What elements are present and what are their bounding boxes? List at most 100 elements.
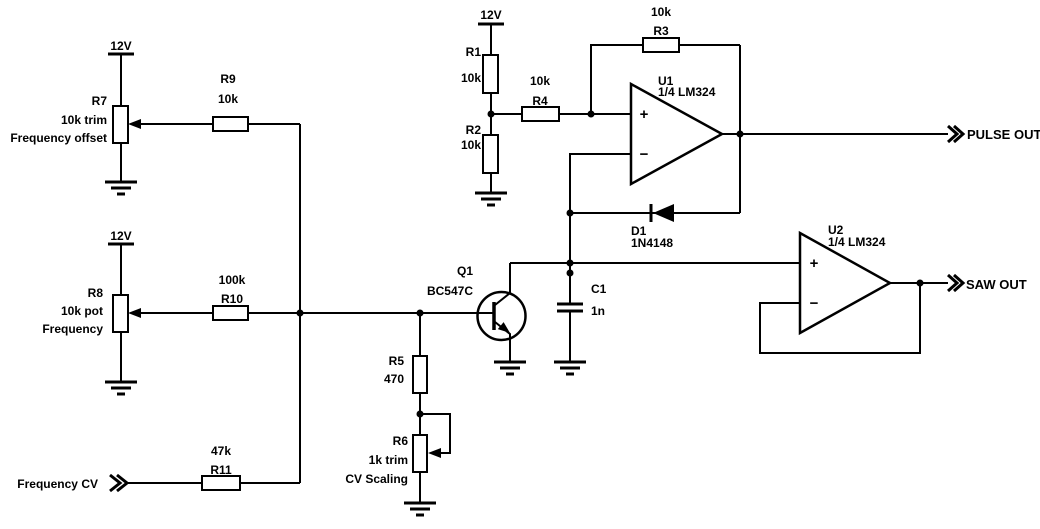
saw-out-label: SAW OUT: [966, 277, 1027, 292]
input-chevron-icon: [109, 473, 130, 493]
ground-icon: [475, 191, 507, 207]
r6-desc-label: CV Scaling: [345, 472, 408, 486]
input-frequency-cv: Frequency CV: [17, 473, 130, 493]
resistor-r10: 100k R10: [212, 273, 249, 321]
r6-value-label: 1k trim: [369, 453, 408, 467]
r2-value-label: 10k: [461, 138, 481, 152]
trimmer-r6: R6 1k trim CV Scaling: [345, 434, 441, 486]
pulse-out-label: PULSE OUT: [967, 127, 1040, 142]
vcc-label: 12V: [110, 39, 131, 53]
c1-value-label: 1n: [591, 304, 605, 318]
resistor-r4: 10k R4: [521, 74, 560, 122]
junction-dot: [587, 110, 595, 118]
resistor-body: [521, 106, 560, 122]
junction-dot: [296, 309, 304, 317]
r8-value-label: 10k pot: [61, 304, 103, 318]
junction-dot: [566, 209, 574, 217]
trimmer-r7: R7 10k trim Frequency offset: [10, 94, 141, 145]
capacitor-c1: C1 1n: [557, 282, 607, 318]
opamp-triangle-icon: [798, 230, 893, 336]
resistor-body: [642, 37, 680, 53]
output-pulse: PULSE OUT: [947, 124, 1040, 144]
r7-value-label: 10k trim: [61, 113, 107, 127]
transistor-circle-icon: [476, 290, 527, 342]
resistor-body: [482, 54, 499, 94]
r10-ref-label: R10: [221, 292, 243, 306]
d1-ref-label: D1: [631, 224, 647, 238]
u1-value-label: 1/4 LM324: [658, 85, 716, 99]
junction-dot: [566, 269, 574, 277]
wiper-arrow-icon: [128, 119, 141, 129]
wiper-arrow-icon: [128, 308, 141, 318]
r8-desc-label: Frequency: [42, 322, 103, 336]
r9-ref-label: R9: [220, 72, 236, 86]
transistor-q1: Q1 BC547C: [427, 264, 527, 342]
opamp-u2: + − U2 1/4 LM324: [798, 223, 893, 336]
ground-icon: [494, 360, 526, 376]
junction-dot: [566, 259, 574, 267]
pot-body: [112, 105, 129, 144]
wires: [120, 24, 948, 503]
frequency-cv-label: Frequency CV: [17, 477, 98, 491]
ground-icon: [404, 501, 436, 517]
resistor-r3: 10k R3: [642, 5, 680, 53]
output-saw: SAW OUT: [947, 273, 1027, 293]
r9-value-label: 10k: [218, 92, 238, 106]
resistor-r2: R2 10k: [461, 123, 499, 174]
wire-u1-minus-branch: [569, 153, 631, 263]
resistor-r9: R9 10k: [212, 72, 249, 132]
output-chevron-icon: [947, 124, 966, 144]
resistor-body: [201, 475, 241, 491]
r7-desc-label: Frequency offset: [10, 131, 107, 145]
r11-value-label: 47k: [211, 444, 231, 458]
ground-icon: [105, 380, 137, 396]
power-rail-r7: 12V: [108, 39, 134, 56]
u1-minus-sign: −: [640, 146, 649, 163]
q1-value-label: BC547C: [427, 284, 473, 298]
c1-ref-label: C1: [591, 282, 607, 296]
junction-dot: [487, 110, 495, 118]
resistor-body: [212, 305, 249, 321]
r4-value-label: 10k: [530, 74, 550, 88]
output-chevron-icon: [947, 273, 966, 293]
resistor-body: [212, 116, 249, 132]
r1-value-label: 10k: [461, 71, 481, 85]
vcc-label: 12V: [110, 229, 131, 243]
r3-value-label: 10k: [651, 5, 671, 19]
power-rail-r8: 12V: [108, 229, 134, 246]
wire-u2-feedback: [759, 283, 921, 354]
d1-value-label: 1N4148: [631, 236, 673, 250]
wire-r6-wiper-loop: [420, 413, 451, 454]
r7-ref-label: R7: [92, 94, 108, 108]
u2-minus-sign: −: [810, 295, 819, 312]
r8-ref-label: R8: [88, 286, 104, 300]
opamp-u1: + − U1 1/4 LM324: [629, 74, 725, 187]
r10-value-label: 100k: [219, 273, 246, 287]
r5-value-label: 470: [384, 372, 404, 386]
opamp-triangle-icon: [629, 81, 725, 187]
diode-triangle-icon: [653, 204, 674, 222]
u2-plus-sign: +: [810, 255, 819, 272]
wire-q1-emitter: [494, 321, 511, 362]
ground-icon: [554, 360, 586, 376]
r2-ref-label: R2: [466, 123, 482, 137]
r11-ref-label: R11: [210, 463, 232, 477]
junction-dot: [416, 410, 424, 418]
u2-value-label: 1/4 LM324: [828, 235, 886, 249]
wire-plus-to-r3: [590, 44, 643, 114]
r3-ref-label: R3: [653, 24, 669, 38]
vcc-label: 12V: [480, 8, 501, 22]
r1-ref-label: R1: [466, 45, 482, 59]
power-rail-r1: 12V: [478, 8, 504, 26]
ground-icon: [105, 180, 137, 196]
emitter-arrow-icon: [497, 322, 510, 333]
q1-ref-label: Q1: [457, 264, 473, 278]
resistor-r1: R1 10k: [461, 45, 499, 94]
pot-body: [112, 294, 129, 333]
junction-dot: [416, 309, 424, 317]
r6-ref-label: R6: [393, 434, 409, 448]
u2-ref-label: U2: [828, 223, 844, 237]
